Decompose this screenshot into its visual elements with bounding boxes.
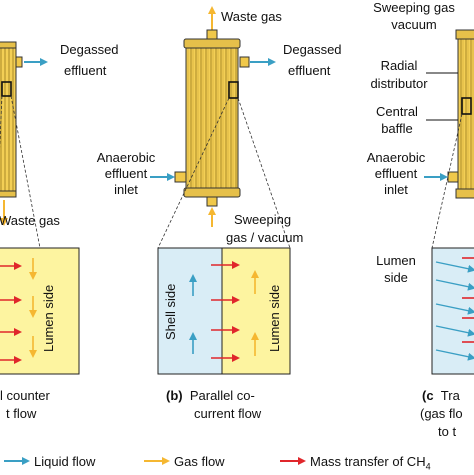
- panel-c-inlet-label-2: effluent: [374, 166, 418, 181]
- panel-c-lumen-label-2: side: [384, 270, 408, 285]
- panel-c-baffle-label-1: Central: [376, 104, 418, 119]
- panel-c-radial-label-1: Radial: [380, 58, 418, 73]
- panel-c-mass-arrows: [462, 257, 474, 343]
- panel-b-caption-1: (b) Parallel co-: [166, 388, 255, 404]
- panel-c-caption-text-1: Tra: [440, 388, 460, 403]
- legend-liquid-label: Liquid flow: [34, 454, 96, 469]
- panel-c-inlet-label-1: Anaerobic: [366, 150, 426, 165]
- legend-mass-label: Mass transfer of CH4: [310, 454, 431, 475]
- legend-mass-subscript: 4: [425, 461, 431, 472]
- panel-b-shell-label: Shell side: [163, 283, 178, 340]
- panel-c-top-label-2: vacuum: [391, 17, 437, 32]
- panel-b-inlet-label-1: Anaerobic: [96, 150, 156, 165]
- panel-c-module: [447, 29, 474, 199]
- panel-b-top-label: Waste gas: [221, 9, 282, 24]
- panel-b-sweep-label-1: Sweeping: [234, 212, 292, 227]
- panel-b-inlet-label-3: inlet: [114, 182, 138, 197]
- panel-a-caption-1: l counter: [0, 388, 50, 403]
- panel-c-inlet-label-3: inlet: [384, 182, 408, 197]
- panel-c-caption-1: (c Tra: [422, 388, 460, 404]
- panel-b-lumen-label: Lumen side: [267, 284, 282, 352]
- panel-c-caption-3: to t: [438, 424, 457, 439]
- panel-b-inlet-label-2: effluent: [104, 166, 148, 181]
- panel-a-zoom-box: [0, 247, 80, 375]
- panel-c-caption-2: (gas flo: [420, 406, 463, 421]
- panel-c-top-label-1: Sweeping gas: [373, 0, 455, 15]
- panel-a-zoom-line: [10, 95, 41, 249]
- panel-c-caption-letter: (c: [422, 388, 434, 403]
- panel-b-lumen-region: [221, 247, 291, 375]
- panel-b-mass-arrows: [211, 261, 240, 362]
- panel-a-mass-arrows: [0, 262, 22, 364]
- panel-a-caption-2: t flow: [6, 406, 37, 421]
- panel-c-radial-label-2: distributor: [370, 76, 428, 91]
- legend-mass-text: Mass transfer of CH: [310, 454, 426, 469]
- panel-c-leader-lines: [426, 72, 458, 121]
- panel-b-caption-2: current flow: [194, 406, 262, 421]
- panel-a-outlet-label-1: Degassed: [60, 42, 119, 57]
- panel-b-caption-text-1: Parallel co-: [189, 388, 255, 403]
- panel-a-module: [0, 41, 23, 198]
- panel-b-module: [174, 29, 250, 207]
- panel-c-lumen-label-1: Lumen: [376, 253, 416, 268]
- panel-c-liquid-arrows: [435, 261, 474, 361]
- panel-a-zoom-line-2: [0, 95, 3, 149]
- panel-a-lumen-label: Lumen side: [41, 284, 56, 352]
- panel-b-zoom-line-left: [157, 97, 230, 249]
- panel-a-outlet-label-2: effluent: [64, 63, 107, 78]
- legend-gas-label: Gas flow: [174, 454, 225, 469]
- panel-b-caption-letter: (b): [166, 388, 183, 403]
- panel-b-sweep-label-2: gas / vacuum: [226, 230, 304, 245]
- panel-a-waste-label: Waste gas: [0, 213, 60, 228]
- panel-b-outlet-label-2: effluent: [288, 63, 331, 78]
- panel-b-zoom-box: [157, 247, 291, 375]
- panel-b-outlet-label-1: Degassed: [283, 42, 342, 57]
- panel-c-baffle-label-2: baffle: [381, 121, 413, 136]
- panel-c-zoom-line-left: [431, 113, 463, 249]
- panel-b-zoom-line-right: [237, 97, 291, 249]
